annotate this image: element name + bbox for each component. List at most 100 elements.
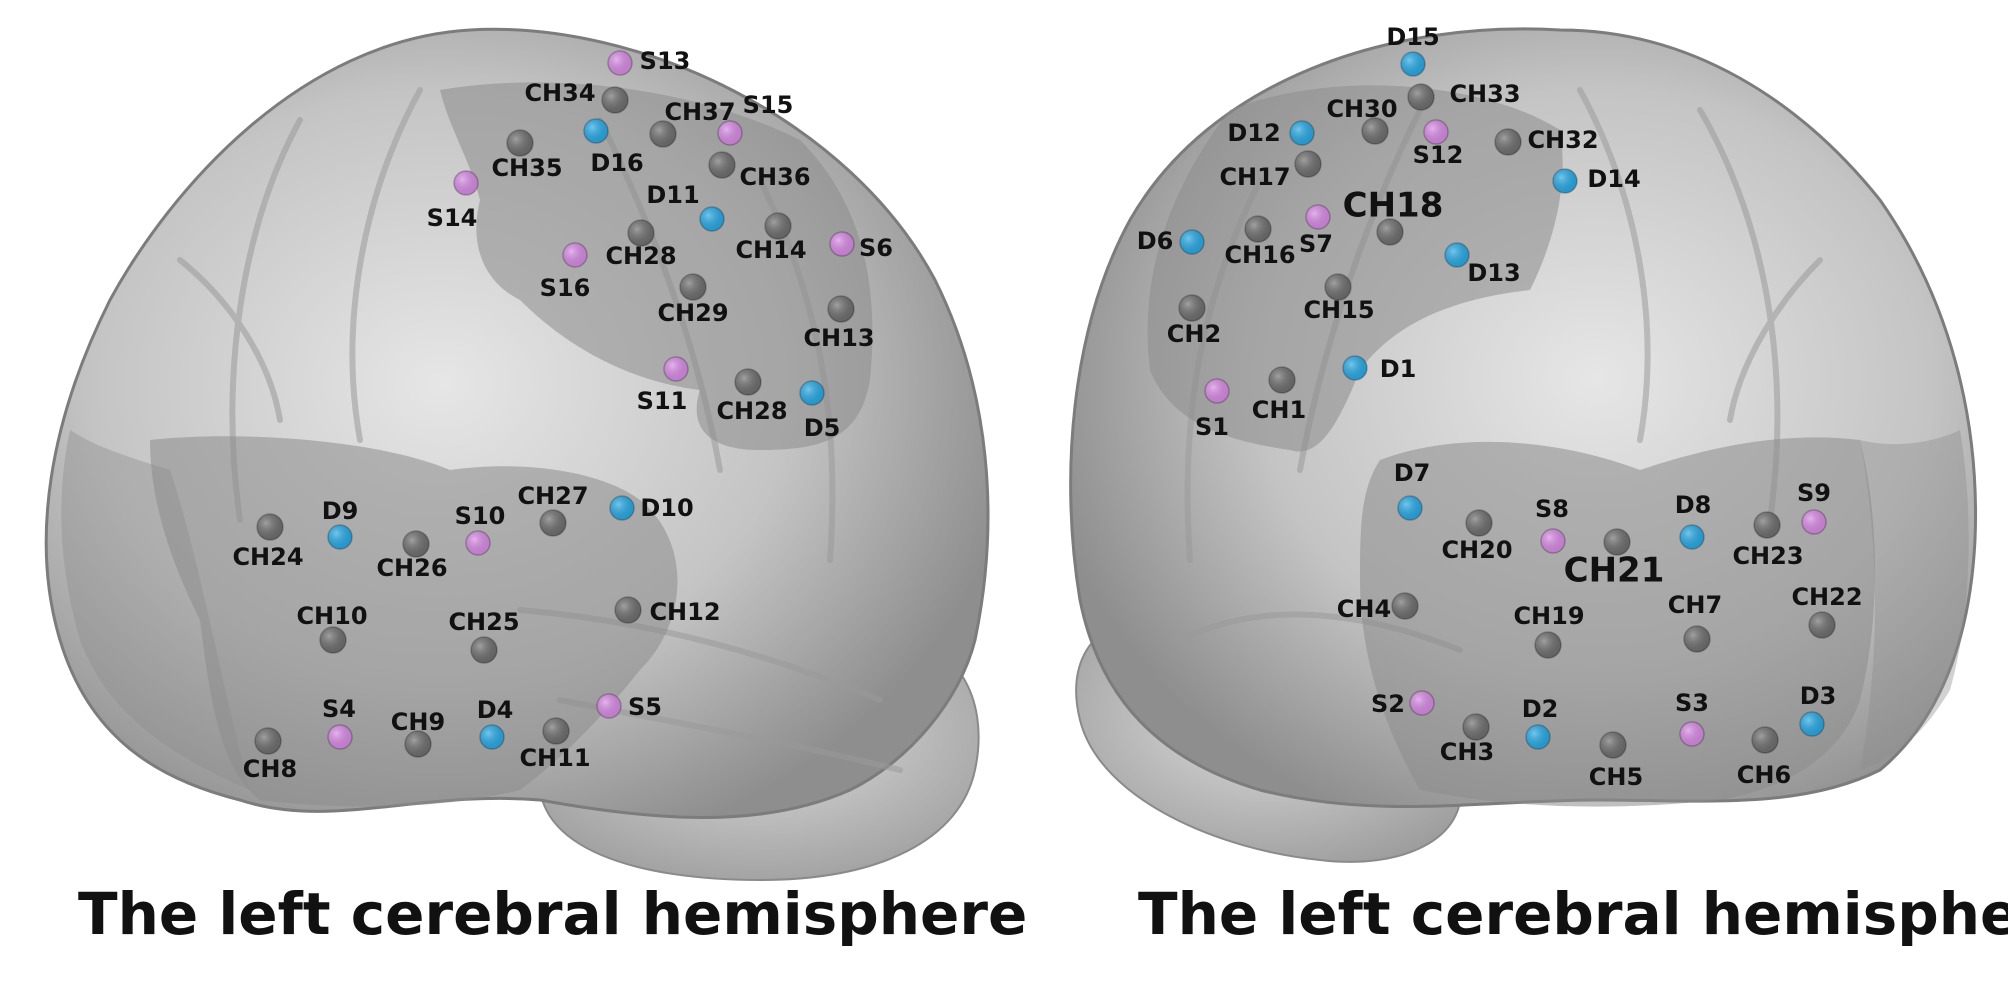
marker-label-ch12: CH12 [649,598,720,626]
caption-right: The left cerebral hemisphere [1138,880,2008,948]
marker-label-ch29: CH29 [657,299,728,327]
marker-shade [328,725,352,749]
marker-shade [1401,52,1425,76]
marker-shade [1802,510,1826,534]
marker-label-ch22: CH22 [1791,583,1862,611]
marker-shade [1306,205,1330,229]
marker-shade [454,171,478,195]
marker-label-ch27: CH27 [517,482,588,510]
marker-label-ch33: CH33 [1449,80,1520,108]
roi-occipital-right [1860,430,1969,770]
marker-shade [1392,593,1418,619]
marker-shade [1463,714,1489,740]
marker-label-s8: S8 [1535,495,1569,523]
marker-shade [480,725,504,749]
marker-shade [1526,725,1550,749]
marker-label-ch34: CH34 [524,79,595,107]
marker-shade [1245,216,1271,242]
marker-label-ch28: CH28 [605,242,676,270]
marker-shade [735,369,761,395]
marker-label-ch19: CH19 [1513,602,1584,630]
marker-label-ch20: CH20 [1441,536,1512,564]
marker-label-ch18: CH18 [1343,186,1444,226]
marker-label-ch10: CH10 [296,602,367,630]
marker-shade [709,152,735,178]
marker-label-ch28: CH28 [716,397,787,425]
marker-shade [255,728,281,754]
marker-shade [1680,525,1704,549]
marker-label-ch36: CH36 [739,163,810,191]
marker-shade [597,694,621,718]
marker-label-d5: D5 [804,414,841,442]
marker-shade [543,718,569,744]
marker-label-s5: S5 [628,693,662,721]
marker-label-s13: S13 [640,47,691,75]
marker-shade [828,296,854,322]
marker-shade [1410,691,1434,715]
marker-shade [584,119,608,143]
marker-label-d16: D16 [590,149,643,177]
marker-label-ch13: CH13 [803,324,874,352]
marker-shade [1269,367,1295,393]
marker-shade [1466,510,1492,536]
marker-label-d15: D15 [1386,23,1439,51]
marker-shade [1541,529,1565,553]
marker-shade [1800,712,1824,736]
marker-label-ch8: CH8 [243,755,297,783]
marker-shade [1180,230,1204,254]
marker-label-ch7: CH7 [1668,591,1722,619]
marker-label-ch21: CH21 [1564,551,1665,591]
marker-shade [1290,121,1314,145]
marker-shade [615,597,641,623]
marker-label-ch17: CH17 [1219,163,1290,191]
marker-shade [1495,129,1521,155]
marker-shade [664,357,688,381]
marker-label-d14: D14 [1587,165,1640,193]
marker-shade [1535,632,1561,658]
marker-label-d13: D13 [1467,259,1520,287]
marker-shade [328,525,352,549]
marker-label-s3: S3 [1675,689,1709,717]
marker-label-ch9: CH9 [391,708,445,736]
marker-label-s16: S16 [540,274,591,302]
marker-label-s4: S4 [322,695,356,723]
marker-label-s14: S14 [427,204,478,232]
marker-label-d2: D2 [1522,695,1559,723]
marker-label-s11: S11 [637,387,688,415]
marker-shade [1445,243,1469,267]
marker-label-ch11: CH11 [519,744,590,772]
marker-label-ch24: CH24 [232,543,303,571]
marker-shade [1553,169,1577,193]
marker-label-ch35: CH35 [491,154,562,182]
marker-shade [680,274,706,300]
marker-label-s2: S2 [1371,690,1405,718]
marker-label-d8: D8 [1675,491,1712,519]
marker-shade [1809,612,1835,638]
marker-shade [1684,626,1710,652]
marker-label-ch37: CH37 [664,98,735,126]
marker-shade [1179,295,1205,321]
marker-label-s6: S6 [859,234,893,262]
marker-shade [563,243,587,267]
marker-shade [1754,512,1780,538]
marker-label-ch2: CH2 [1167,320,1221,348]
marker-shade [507,130,533,156]
marker-label-s12: S12 [1413,141,1464,169]
marker-shade [830,232,854,256]
marker-label-ch3: CH3 [1440,738,1494,766]
caption-left: The left cerebral hemisphere [78,880,1027,948]
marker-label-ch30: CH30 [1326,95,1397,123]
marker-label-d6: D6 [1137,227,1174,255]
brain-right [1071,29,1976,862]
marker-label-d10: D10 [640,494,693,522]
marker-label-ch23: CH23 [1732,542,1803,570]
marker-shade [1205,379,1229,403]
marker-shade [540,510,566,536]
marker-shade [602,87,628,113]
marker-label-d11: D11 [646,181,699,209]
marker-label-d7: D7 [1394,459,1431,487]
marker-shade [1680,722,1704,746]
marker-label-d4: D4 [477,696,514,724]
marker-label-ch16: CH16 [1224,241,1295,269]
